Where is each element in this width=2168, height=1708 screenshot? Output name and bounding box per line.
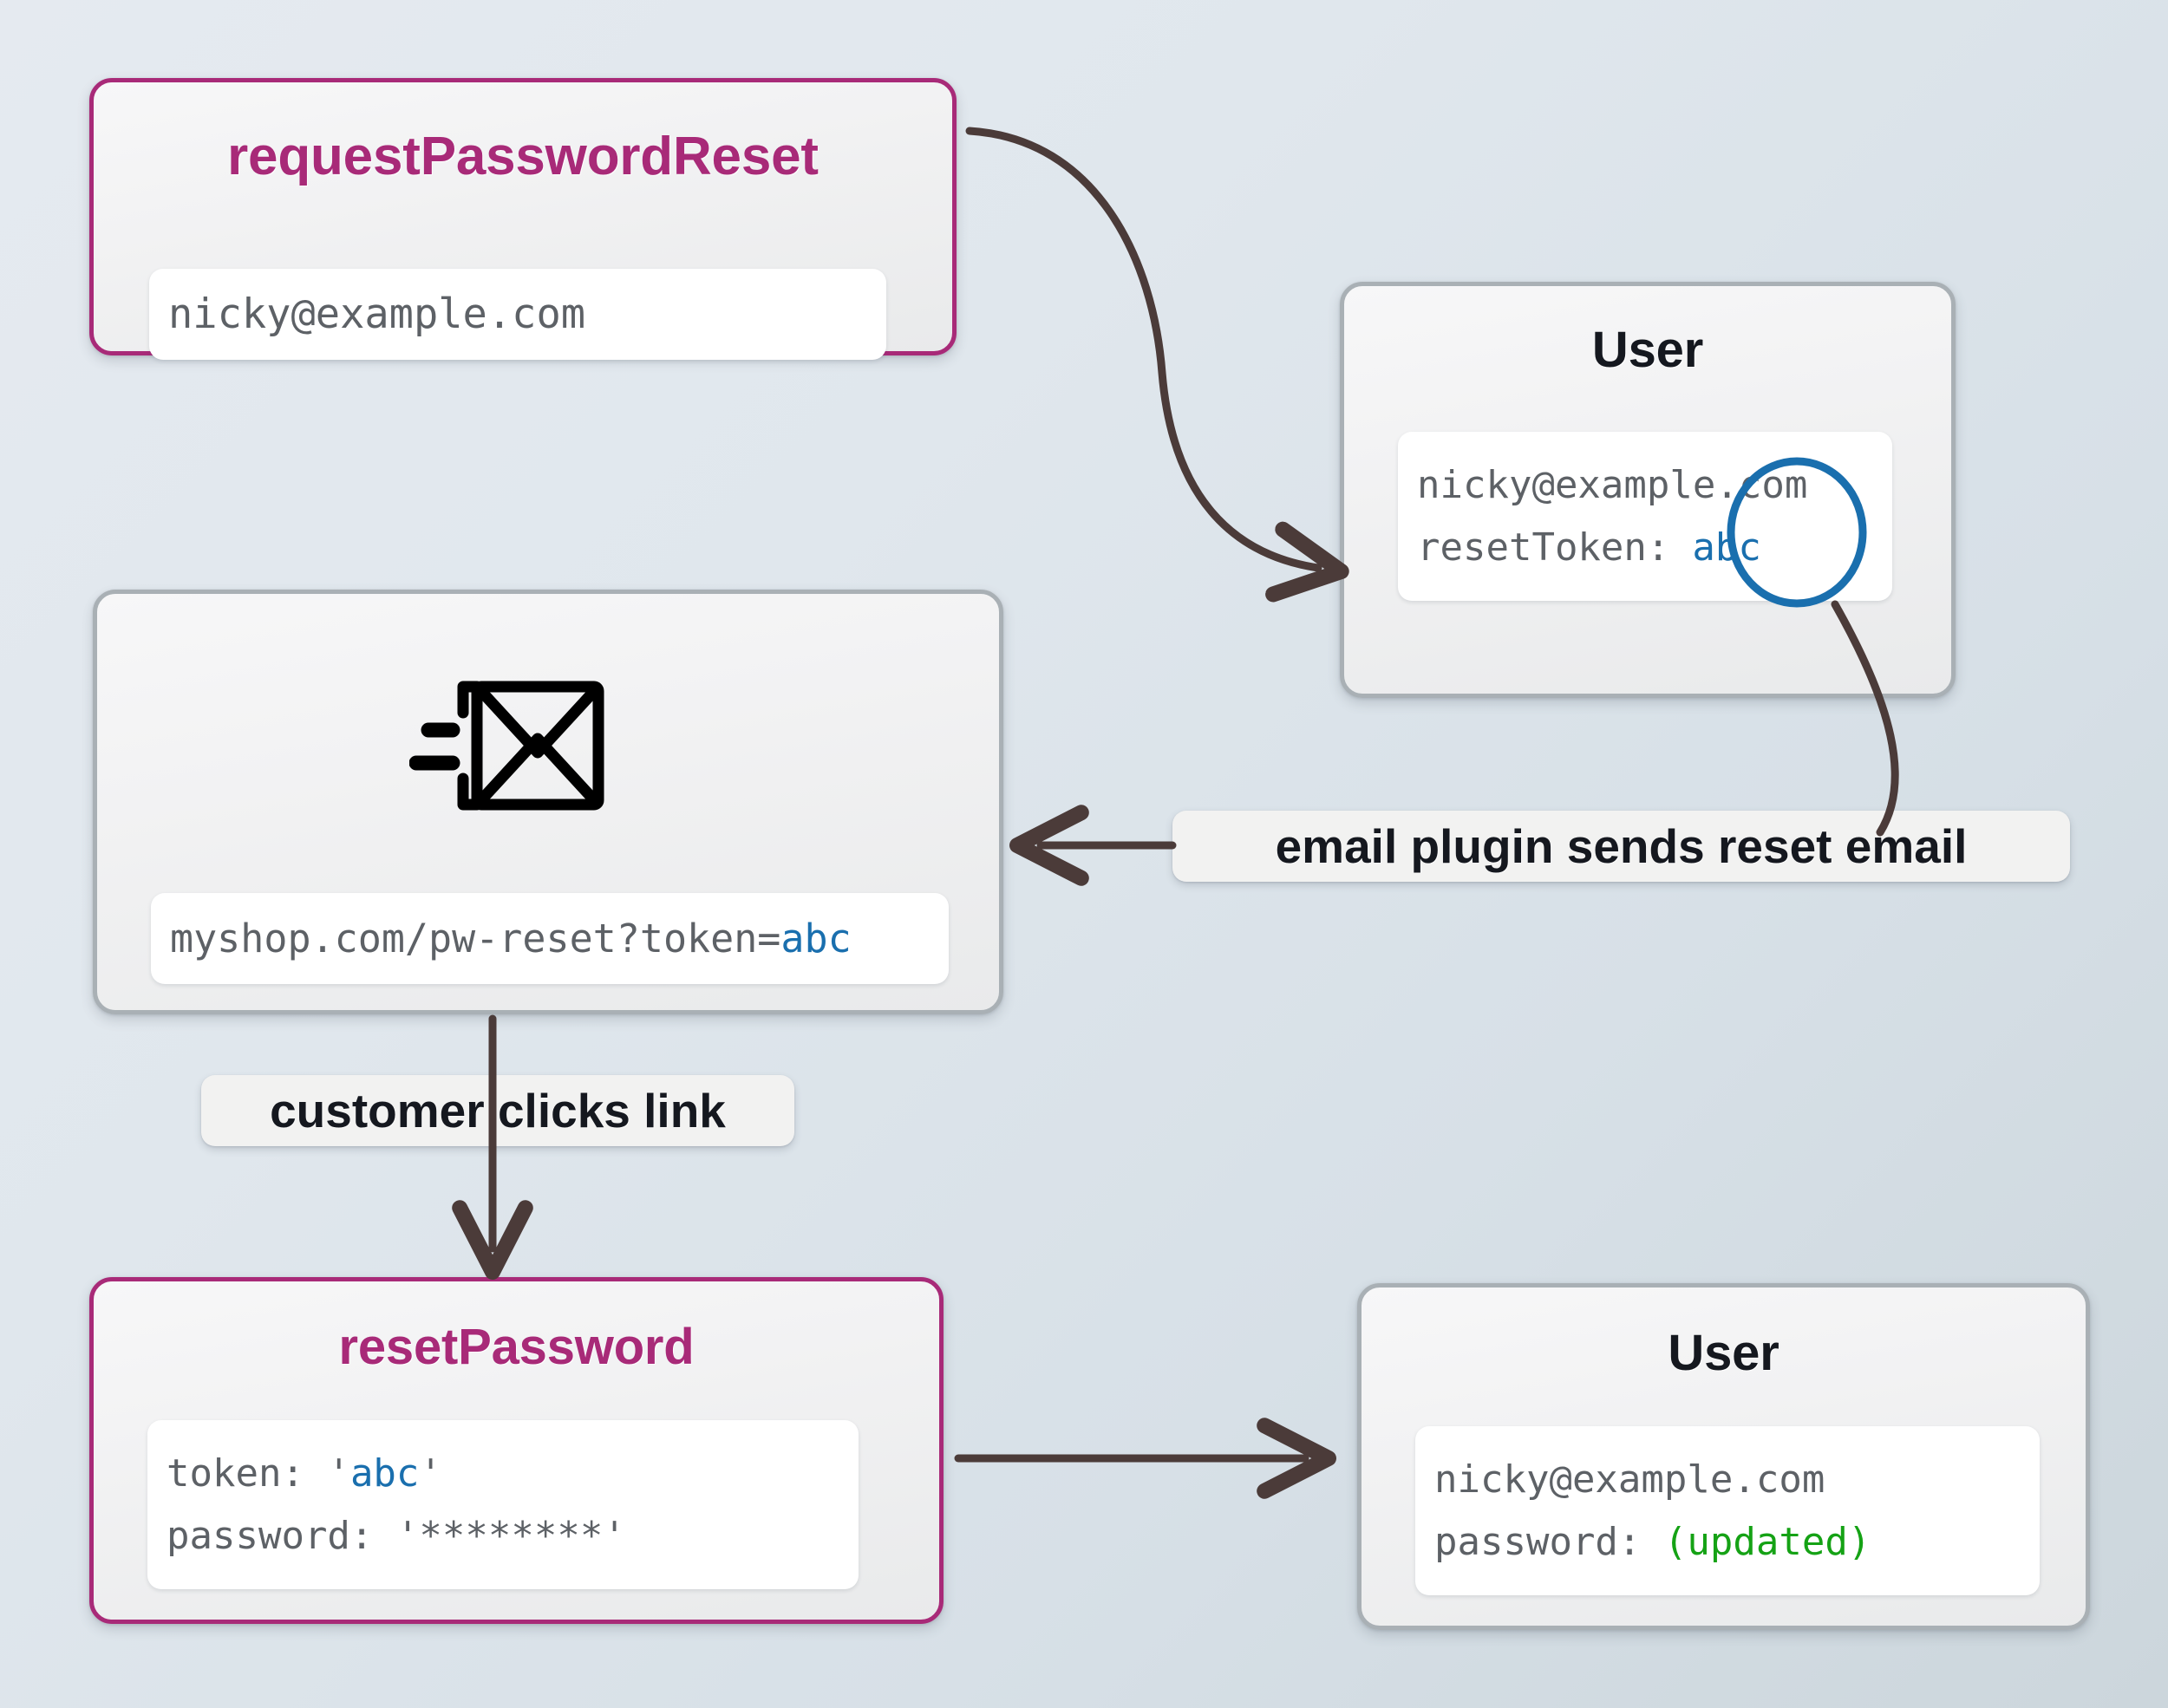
arrow-request-to-user [965,127,1349,603]
edge-label-customer-clicks: customer clicks link [201,1075,794,1146]
node-reset-password[interactable]: resetPassword token: 'abc' password: '**… [89,1277,944,1624]
panel-line-email: nicky@example.com [1417,462,1808,507]
node-title: requestPasswordReset [227,127,819,186]
envelope-sending-icon [409,681,604,811]
password-quote-open: ' [373,1513,420,1558]
node-request-password-reset[interactable]: requestPasswordReset nicky@example.com [89,78,957,360]
edge-label-email-plugin: email plugin sends reset email [1172,811,2070,882]
password-quote-close: ' [603,1513,626,1558]
node-user-with-token[interactable]: User nicky@example.com resetToken: abc [1340,282,1956,698]
token-label: resetToken: [1417,525,1670,570]
password-label: password: [1434,1519,1642,1564]
panel-line-token: resetToken: abc [1417,528,1873,567]
token-value: abc [349,1450,420,1496]
password-label: password: [167,1513,374,1558]
token-quote-open: ' [304,1450,350,1496]
reset-password-fields-panel: token: 'abc' password: '********' [147,1420,859,1589]
panel-line-url: myshop.com/pw-reset?token=abc [170,919,930,958]
panel-line-email: nicky@example.com [1434,1457,1825,1502]
url-token: abc [780,916,852,962]
token-label: token: [167,1450,304,1496]
node-title: User [1591,322,1704,378]
email-value-panel: nicky@example.com [149,269,886,360]
user-updated-fields-panel: nicky@example.com password: (updated) [1415,1426,2040,1595]
token-value: abc [1692,525,1761,570]
password-value: ******** [419,1513,604,1558]
reset-url-panel: myshop.com/pw-reset?token=abc [151,893,949,984]
node-title: resetPassword [338,1319,695,1375]
user-fields-panel: nicky@example.com resetToken: abc [1398,432,1892,601]
url-prefix: myshop.com/pw-reset?token= [170,916,781,962]
node-user-updated[interactable]: User nicky@example.com password: (update… [1357,1283,2090,1630]
panel-line-password: password: '********' [167,1513,839,1558]
node-email-card[interactable]: myshop.com/pw-reset?token=abc [93,590,1003,1014]
panel-line-password: password: (updated) [1434,1519,2021,1564]
node-title: User [1668,1325,1779,1381]
panel-line: nicky@example.com [168,290,586,338]
panel-line-token: token: 'abc' [167,1454,839,1493]
password-value: (updated) [1641,1519,1871,1564]
token-quote-close: ' [419,1450,442,1496]
